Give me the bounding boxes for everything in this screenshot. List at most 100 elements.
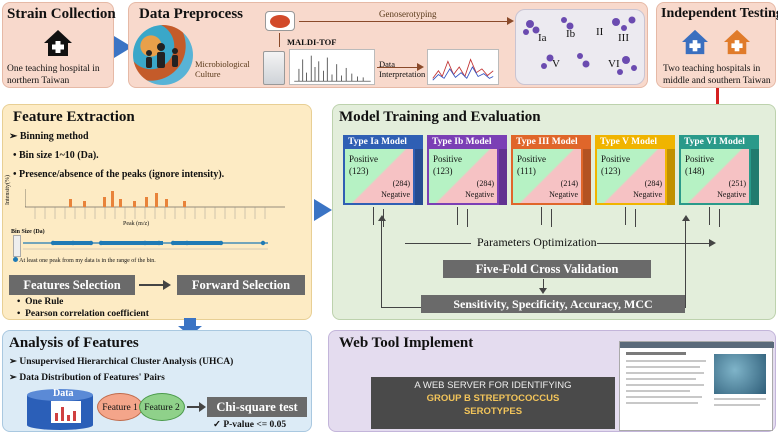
- arrow-to-model: [314, 199, 332, 221]
- model-arrow-up: [467, 209, 468, 227]
- web-banner: A WEB SERVER FOR IDENTIFYING GROUP B STR…: [371, 377, 615, 429]
- web-tool-title: Web Tool Implement: [339, 335, 474, 351]
- distribution-bullet: ➢ Data Distribution of Features' Pairs: [9, 373, 165, 383]
- strain-collection-title: Strain Collection: [7, 6, 116, 22]
- banner-line1: A WEB SERVER FOR IDENTIFYING: [414, 380, 572, 391]
- model-face: Positive(123)(284)Negative: [343, 147, 415, 205]
- maldi-instrument-image: [263, 51, 285, 85]
- feature-extraction-title: Feature Extraction: [13, 109, 135, 125]
- model-arrow-down: [457, 207, 458, 225]
- bin-line-chart: [23, 240, 268, 250]
- chi-square-box: Chi-square test: [207, 397, 307, 417]
- model-face: Positive(123)(284)Negative: [595, 147, 667, 205]
- spectrum-chart: [289, 49, 375, 85]
- serotype-ii: II: [596, 26, 604, 38]
- serotype-image: Ia Ib II III V VI: [515, 9, 645, 85]
- arrow-to-analysis: [184, 318, 196, 328]
- feature2-oval: Feature 2: [139, 393, 185, 421]
- parameters-optimization: Parameters Optimization: [477, 235, 597, 249]
- model-arrow-down: [709, 207, 710, 225]
- data-preprocess-title: Data Preprocess: [139, 6, 244, 22]
- hospital-icon-blue: [682, 29, 708, 55]
- maldi-tof-label: MALDI-TOF: [287, 37, 337, 47]
- model-negative: (284)Negative: [633, 179, 662, 199]
- strain-collection-desc: One teaching hospital in northern Taiwan: [7, 64, 100, 86]
- serotype-ia: Ia: [538, 32, 547, 44]
- analysis-title: Analysis of Features: [9, 335, 139, 351]
- culture-label: Microbiological Culture: [195, 59, 250, 79]
- method-one-rule: • One Rule: [17, 297, 64, 307]
- model-arrow-up: [719, 209, 720, 227]
- serotype-ib: Ib: [566, 28, 576, 40]
- model-training-title: Model Training and Evaluation: [339, 109, 541, 125]
- serotype-vi: VI: [608, 58, 620, 70]
- peak-bar-chart: 2000: [25, 189, 285, 219]
- intensity-axis-label: Intensity(%): [5, 175, 11, 205]
- features-selection-box: Features Selection: [9, 275, 135, 295]
- model-negative: (284)Negative: [381, 179, 410, 199]
- strain-collection-panel: Strain Collection One teaching hospital …: [2, 2, 116, 88]
- model-arrow-down: [541, 207, 542, 225]
- independent-testing-title: Independent Testing: [661, 6, 778, 21]
- model-positive: Positive(123): [433, 154, 463, 176]
- model-face: Positive(123)(284)Negative: [427, 147, 499, 205]
- model-name: Type VI Model: [679, 135, 759, 149]
- data-preprocess-panel: Data Preprocess Microbiological Culture …: [128, 2, 648, 88]
- model-positive: Positive(111): [517, 154, 547, 176]
- peak-axis-label: Peak (m/z): [123, 221, 150, 227]
- model-positive: Positive(148): [685, 154, 715, 176]
- interpretation-chart: [427, 49, 499, 85]
- model-face: Positive(148)(251)Negative: [679, 147, 751, 205]
- model-side: [415, 141, 423, 205]
- model-side: [667, 141, 675, 205]
- genoserotyping-label: Genoserotyping: [379, 9, 437, 19]
- model-arrow-down: [625, 207, 626, 225]
- petri-dish-image: [265, 11, 295, 31]
- model-positive: Positive(123): [601, 154, 631, 176]
- analysis-panel: Analysis of Features ➢ Unsupervised Hier…: [2, 330, 312, 432]
- bin-size-bullet: • Bin size 1~10 (Da).: [13, 150, 99, 161]
- webpage-screenshot: [619, 341, 774, 431]
- bin-size-label: Bin Size (Da): [11, 229, 45, 235]
- model-name: Type Ia Model: [343, 135, 423, 149]
- banner-line3: SEROTYPES: [463, 406, 523, 417]
- svg-text:2000: 2000: [25, 207, 26, 215]
- hospital-icon-orange: [724, 29, 750, 55]
- model-arrow-down: [373, 207, 374, 225]
- model-arrow-up: [635, 209, 636, 227]
- model-positive: Positive(123): [349, 154, 379, 176]
- model-face: Positive(111)(214)Negative: [511, 147, 583, 205]
- bin-legend: At least one peak from my data is in the…: [13, 257, 156, 264]
- model-side: [583, 141, 591, 205]
- pvalue-note: ✓ P-value <= 0.05: [213, 420, 287, 430]
- method-pearson: • Pearson correlation coefficient: [17, 309, 149, 319]
- serotype-v: V: [552, 58, 560, 70]
- data-label: Data: [53, 388, 74, 399]
- model-negative: (214)Negative: [549, 179, 578, 199]
- data-interpretation-label: Data Interpretation: [379, 59, 426, 79]
- culture-image: [133, 25, 193, 85]
- model-name: Type V Model: [595, 135, 675, 149]
- feature1-oval: Feature 1: [97, 393, 143, 421]
- model-training-panel: Model Training and Evaluation Positive(1…: [332, 104, 776, 320]
- model-negative: (284)Negative: [465, 179, 494, 199]
- independent-testing-desc: Two teaching hospitals in middle and sou…: [663, 64, 771, 86]
- database-icon: [27, 389, 93, 430]
- serotype-iii: III: [618, 32, 629, 44]
- cross-validation-box: Five-Fold Cross Validation: [443, 260, 651, 278]
- model-name: Type III Model: [511, 135, 591, 149]
- uhca-bullet: ➢ Unsupervised Hierarchical Cluster Anal…: [9, 357, 234, 367]
- arrow-to-forward: [139, 284, 165, 286]
- model-name: Type Ib Model: [427, 135, 507, 149]
- model-arrow-up: [551, 209, 552, 227]
- forward-selection-box: Forward Selection: [177, 275, 305, 295]
- presence-bullet: • Presence/absence of the peaks (ignore …: [13, 169, 225, 180]
- independent-testing-panel: Independent Testing Two teaching hospita…: [656, 2, 778, 88]
- feature-extraction-panel: Feature Extraction ➢ Binning method • Bi…: [2, 104, 312, 320]
- binning-bullet: ➢ Binning method: [9, 131, 89, 142]
